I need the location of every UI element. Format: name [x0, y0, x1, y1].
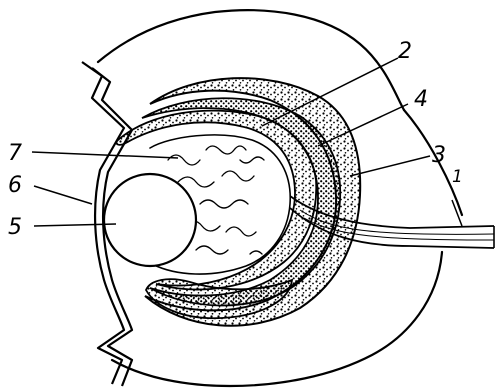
lens-5: [104, 174, 196, 266]
callout-label-6: 6: [8, 173, 22, 198]
leader-line-7: [32, 152, 178, 158]
callout-label-1: 1: [452, 167, 463, 187]
callout-label-7: 7: [8, 141, 22, 166]
callout-label-4: 4: [414, 87, 428, 112]
leader-line-3: [350, 156, 430, 176]
leader-line-6: [34, 186, 92, 204]
callout-label-5: 5: [8, 215, 22, 240]
callout-label-3: 3: [432, 143, 446, 168]
callout-label-2: 2: [398, 39, 412, 64]
